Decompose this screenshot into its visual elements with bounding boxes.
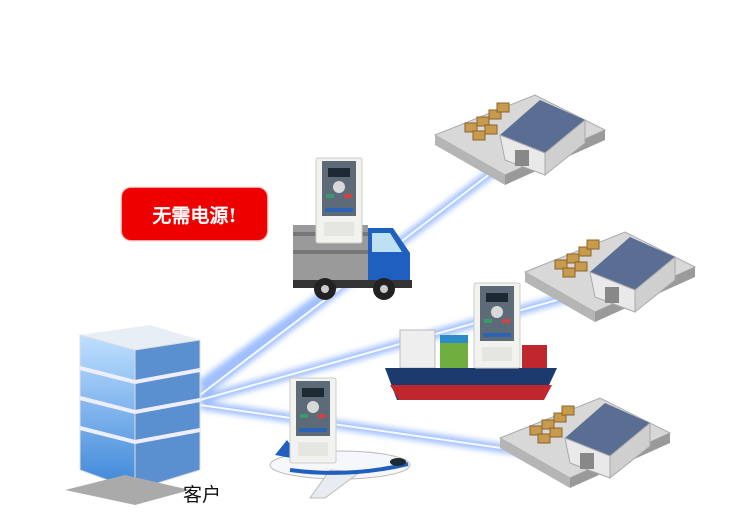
ship [385, 329, 557, 400]
inverter-on-airplane [289, 377, 337, 464]
customer-label: 客户 [183, 484, 222, 506]
inverter-on-ship [473, 282, 521, 369]
customer-building [65, 325, 201, 505]
warehouse-bottom [499, 397, 671, 489]
warehouse-top [434, 94, 606, 186]
warehouse-middle [524, 231, 696, 323]
inverter-on-truck [315, 157, 363, 244]
no-power-badge: 无需电源! [122, 188, 267, 240]
